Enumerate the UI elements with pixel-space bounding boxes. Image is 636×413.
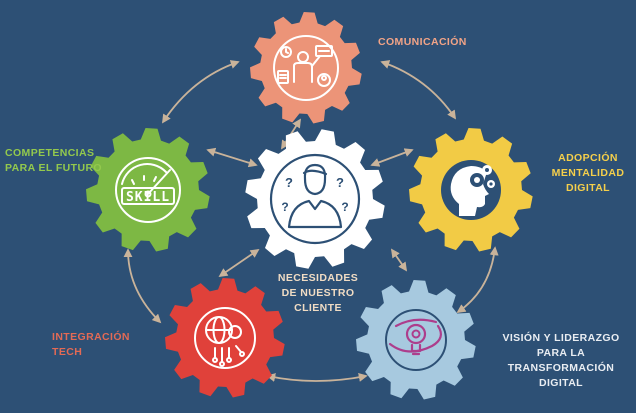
- label-competencias: COMPETENCIAS PARA EL FUTURO: [5, 147, 102, 174]
- lightbulb-gear-icon: [385, 309, 447, 371]
- svg-text:?: ?: [281, 200, 288, 214]
- globe-circuit-icon: [194, 307, 256, 369]
- connector-competencias-comunicacion: [162, 60, 240, 124]
- gear-competencias: [86, 128, 210, 252]
- connector-center-adopcion: [370, 148, 414, 167]
- presenter-board-icon: [273, 35, 339, 101]
- skill-badge-text: SKILL: [126, 190, 170, 205]
- skill-gauge-icon: SKILL: [115, 157, 181, 223]
- gear-integracion: [165, 278, 285, 398]
- connector-vision-integracion: [266, 372, 368, 382]
- label-center: NECESIDADES DE NUESTRO CLIENTE: [277, 272, 359, 314]
- label-vision: VISIÓN Y LIDERAZGO PARA LA TRANSFORMACIÓ…: [502, 332, 620, 389]
- connector-center-vision: [390, 248, 408, 272]
- connector-center-competencias: [206, 147, 258, 168]
- connector-center-integracion: [218, 248, 260, 278]
- connector-comunicacion-adopcion: [380, 60, 457, 120]
- connector-integracion-competencias: [123, 248, 162, 324]
- head-gears-icon: [441, 160, 501, 220]
- gear-comunicacion: [250, 12, 362, 124]
- svg-text:?: ?: [285, 175, 293, 190]
- svg-text:?: ?: [341, 200, 348, 214]
- label-comunicacion: COMUNICACIÓN: [378, 36, 467, 48]
- connector-adopcion-vision: [456, 246, 499, 314]
- svg-text:?: ?: [336, 175, 344, 190]
- gear-center: [245, 129, 385, 269]
- gear-vision: [356, 280, 476, 400]
- label-adopcion: ADOPCIÓN MENTALIDAD DIGITAL: [551, 152, 625, 194]
- label-integracion: INTEGRACIÓN TECH: [52, 331, 130, 358]
- person-question-icon: ? ? ? ?: [269, 153, 361, 245]
